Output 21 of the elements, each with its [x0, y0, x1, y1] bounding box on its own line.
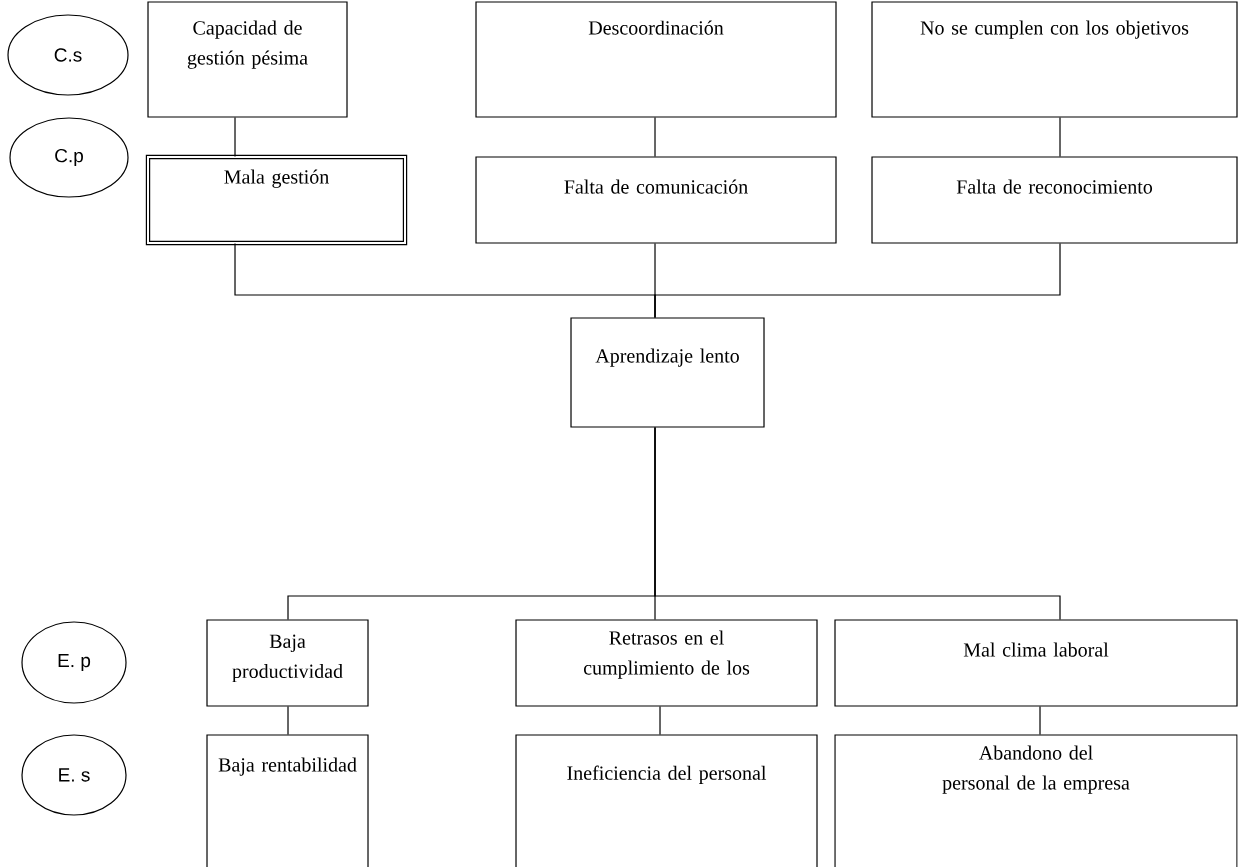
connector-line — [1039, 706, 1041, 735]
text-box: Falta de reconocimiento — [871, 156, 1238, 244]
text-box: Mal clima laboral — [834, 619, 1238, 707]
text-box: Baja productividad — [206, 619, 369, 707]
text-box: Capacidad de gestión pésima — [147, 1, 348, 118]
connector-line — [654, 427, 1061, 620]
connector-line — [654, 117, 656, 157]
text-box: Retrasos en el cumplimiento de los — [515, 619, 818, 707]
text-box: Baja rentabilidad — [206, 734, 369, 867]
connector-line — [1059, 117, 1061, 157]
text-box: Descoordinación — [475, 1, 837, 118]
connector-line — [654, 243, 1061, 318]
connector-line — [659, 706, 661, 735]
connector-line — [234, 117, 236, 157]
text-box: Falta de comunicación — [475, 156, 837, 244]
connector-line — [287, 706, 289, 735]
text-box: Mala gestión — [145, 154, 408, 246]
text-box: Aprendizaje lento — [570, 317, 765, 428]
text-box: No se cumplen con los objetivos — [871, 1, 1238, 118]
text-box: Ineficiencia del personal — [515, 734, 818, 867]
text-box: Abandono del personal de la empresa — [834, 734, 1238, 867]
